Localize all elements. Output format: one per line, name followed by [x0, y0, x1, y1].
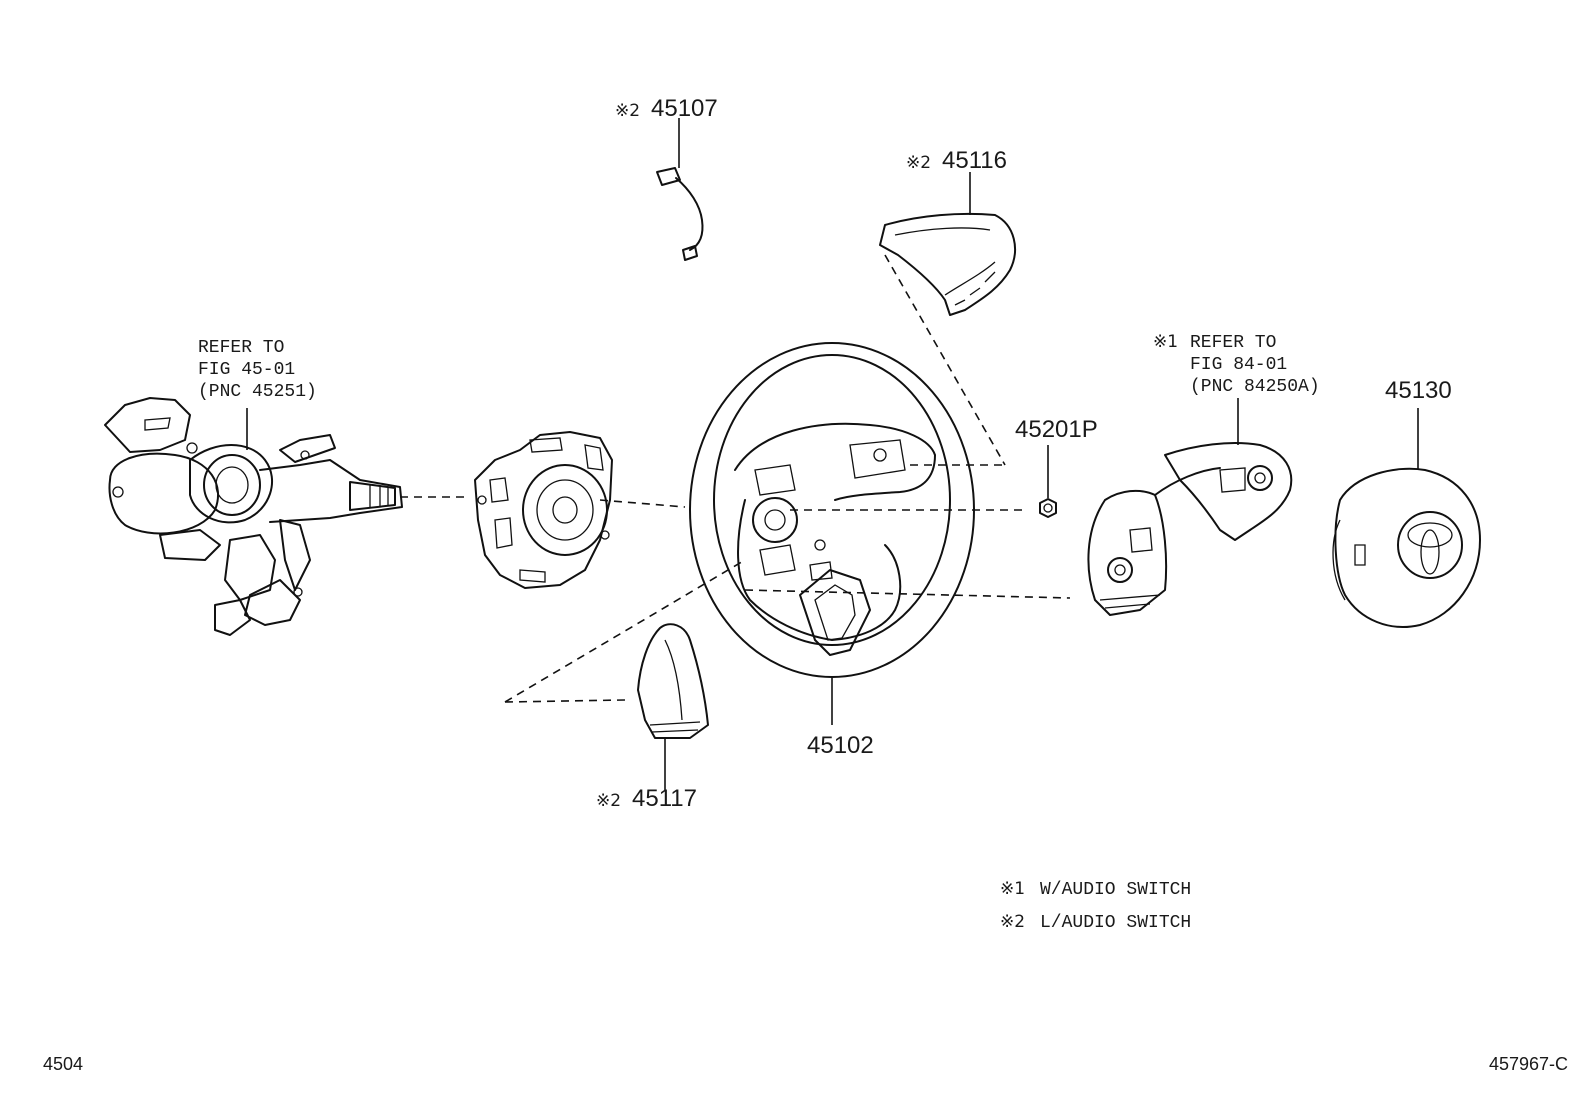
note-1-text: W/AUDIO SWITCH [1040, 880, 1191, 900]
audio-switch-icon [1087, 442, 1293, 616]
footer-left-code: 4504 [43, 1054, 83, 1074]
part-45117-number[interactable]: 45117 [632, 785, 697, 812]
audio-ref-line2: FIG 84-01 [1190, 355, 1287, 375]
footer-right-code: 457967-C [1489, 1054, 1568, 1074]
audio-ref-line3: (PNC 84250A) [1190, 377, 1320, 397]
steering-column-icon [104, 397, 403, 636]
note-2-text: L/AUDIO SWITCH [1040, 913, 1191, 933]
wire-harness-icon [656, 167, 704, 261]
audio-ref-line1: REFER TO [1190, 333, 1276, 353]
nut-icon [1039, 498, 1057, 518]
upper-cover-icon [879, 212, 1016, 316]
note-1-mark: ※1 [1000, 879, 1025, 899]
part-45130-number[interactable]: 45130 [1385, 377, 1452, 404]
part-45102-number[interactable]: 45102 [807, 732, 874, 759]
lower-cover-icon [637, 623, 709, 739]
part-45117-mark: ※2 [596, 791, 621, 811]
assembly-lines [400, 254, 1071, 703]
steering-wheel-icon [689, 342, 975, 678]
toyota-logo-icon [1397, 511, 1463, 579]
audio-ref-mark: ※1 [1153, 332, 1178, 352]
spiral-cable-icon [474, 431, 613, 589]
airbag-icon [1332, 467, 1481, 628]
column-ref-line2: FIG 45-01 [198, 360, 295, 380]
part-45107-mark: ※2 [615, 101, 640, 121]
part-45116-mark: ※2 [906, 153, 931, 173]
note-2-mark: ※2 [1000, 912, 1025, 932]
part-45201P-number[interactable]: 45201P [1015, 416, 1098, 443]
part-45107-number[interactable]: 45107 [651, 95, 718, 122]
column-ref-line3: (PNC 45251) [198, 382, 317, 402]
part-45116-number[interactable]: 45116 [942, 147, 1007, 174]
column-ref-line1: REFER TO [198, 338, 284, 358]
